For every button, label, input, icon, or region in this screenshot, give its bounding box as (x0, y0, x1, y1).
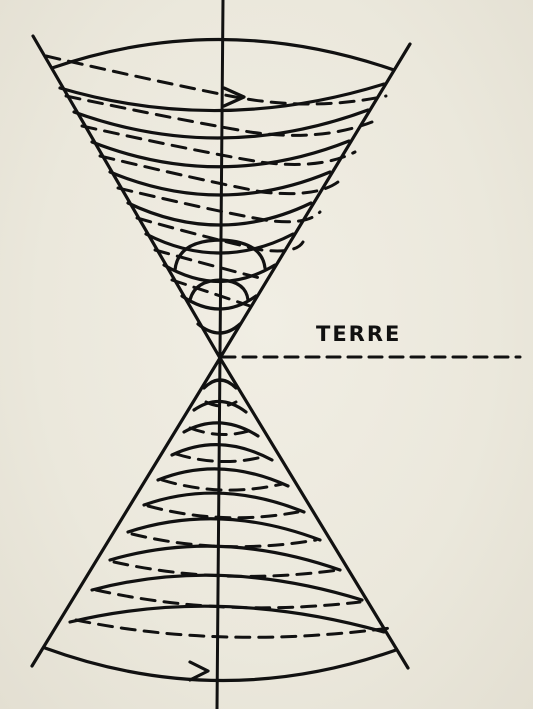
lower-cone-spiral-back (74, 400, 392, 639)
upper-cone-spiral-front (50, 37, 396, 335)
earth-label: TERRE (316, 322, 402, 346)
cone-edge-lower-left (30, 356, 222, 668)
upper-cone-spiral-back (44, 54, 388, 308)
cone-edge-lower-right (218, 356, 410, 670)
lower-arrow-icon (188, 660, 210, 682)
cone-edge-upper-left (31, 34, 222, 360)
upper-arrow-icon (222, 86, 246, 108)
vertical-axis (215, 0, 225, 709)
cone-edge-upper-right (218, 42, 412, 360)
